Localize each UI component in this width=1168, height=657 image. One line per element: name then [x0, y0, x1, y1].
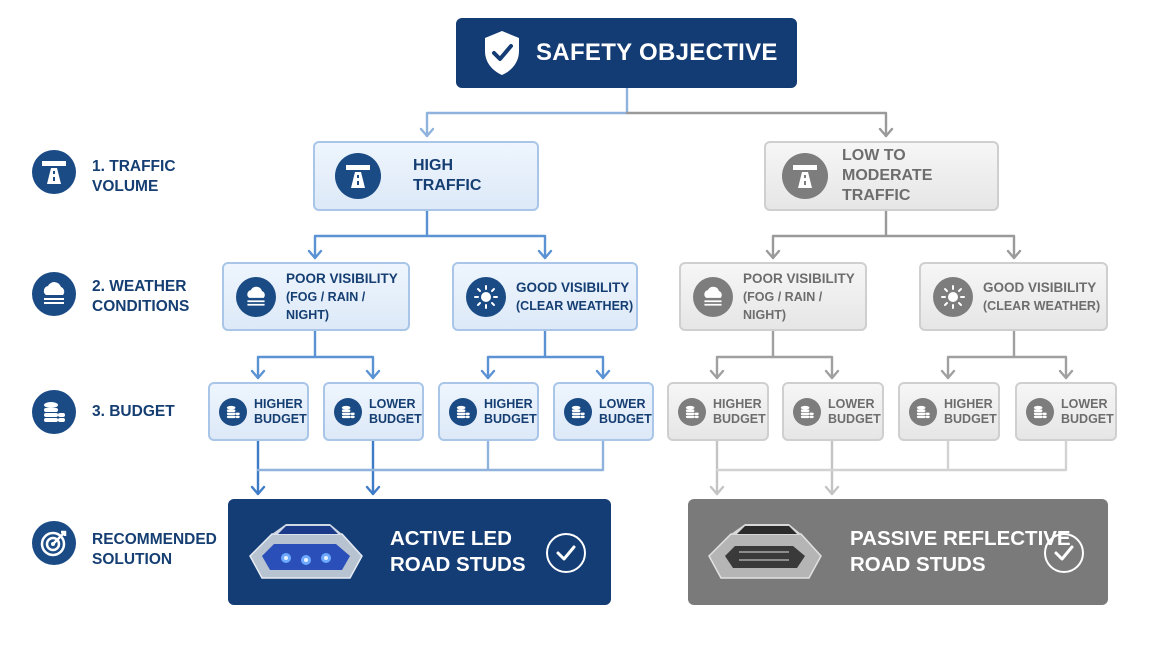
highway-icon — [335, 153, 381, 199]
highway-icon — [32, 150, 76, 194]
cloud-fog-icon — [693, 276, 733, 317]
reflective-road-stud-image — [708, 524, 822, 579]
good-visibility-node: GOOD VISIBILITY(CLEAR WEATHER) — [452, 262, 638, 331]
led-road-stud-image — [249, 524, 363, 579]
highway-icon — [782, 153, 828, 199]
coins-icon — [449, 397, 477, 426]
safety-objective-box: SAFETY OBJECTIVE — [456, 18, 797, 88]
coins-icon — [1026, 397, 1054, 426]
poor-visibility-node: POOR VISIBILITY(FOG / RAIN / NIGHT) — [222, 262, 410, 331]
sun-icon — [466, 276, 506, 317]
coins-icon — [219, 397, 247, 426]
sun-icon — [933, 276, 973, 317]
check-circle-icon — [546, 533, 586, 573]
good-visibility-node: GOOD VISIBILITY(CLEAR WEATHER) — [919, 262, 1108, 331]
coins-icon — [564, 397, 592, 426]
cloud-fog-icon — [236, 276, 276, 317]
good-visibility-label: GOOD VISIBILITY(CLEAR WEATHER) — [516, 279, 634, 313]
coins-icon — [32, 390, 76, 434]
coins-icon — [909, 397, 937, 426]
coins-icon — [678, 397, 706, 426]
coins-icon — [334, 397, 362, 426]
coins-icon — [793, 397, 821, 426]
target-icon — [32, 521, 76, 565]
poor-visibility-label: POOR VISIBILITY(FOG / RAIN / NIGHT) — [743, 270, 855, 322]
objective-title: SAFETY OBJECTIVE — [536, 39, 778, 66]
shield-check-icon — [485, 31, 519, 75]
check-circle-icon — [1044, 533, 1084, 573]
cloud-icon — [32, 272, 76, 316]
good-visibility-label: GOOD VISIBILITY(CLEAR WEATHER) — [983, 279, 1101, 313]
poor-visibility-node: POOR VISIBILITY(FOG / RAIN / NIGHT) — [679, 262, 867, 331]
criterion-budget-label: 3. BUDGET — [92, 403, 175, 420]
poor-visibility-label: POOR VISIBILITY(FOG / RAIN / NIGHT) — [286, 270, 398, 322]
